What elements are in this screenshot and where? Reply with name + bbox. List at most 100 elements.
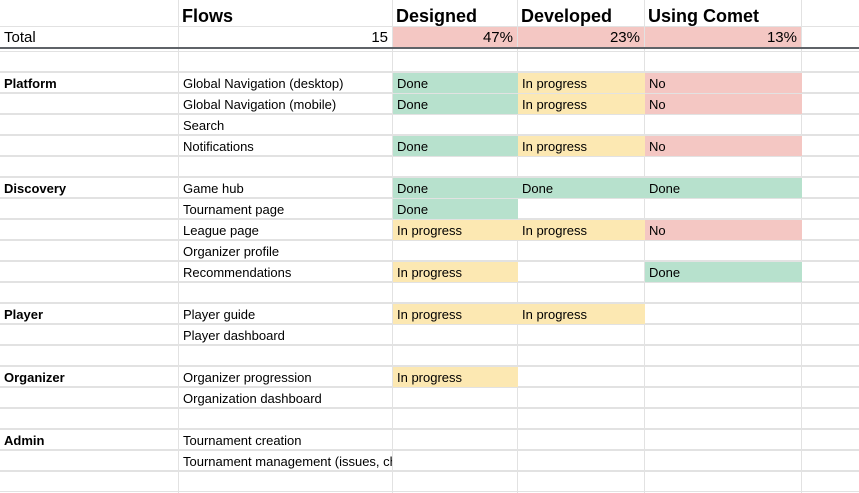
designed-cell[interactable] [393,241,517,262]
using-cell[interactable] [645,157,801,178]
using-cell[interactable]: No [649,97,666,112]
using-cell[interactable] [645,325,801,346]
flow-cell[interactable]: Tournament creation [183,433,302,448]
section-cell[interactable] [0,94,178,115]
using-cell[interactable] [645,451,801,472]
flow-cell[interactable]: Notifications [183,139,254,154]
using-cell[interactable]: No [649,76,666,91]
flow-cell[interactable]: League page [183,223,259,238]
flow-cell[interactable] [179,52,392,73]
developed-cell[interactable] [518,388,644,409]
developed-cell[interactable] [518,283,644,304]
using-cell[interactable] [645,388,801,409]
section-cell[interactable] [0,451,178,472]
flow-cell[interactable]: Tournament management (issues, chat) [183,454,392,469]
header-developed[interactable]: Developed [521,6,613,26]
flow-cell[interactable]: Organizer progression [183,370,312,385]
total-using-percent[interactable]: 13% [766,29,797,46]
designed-cell[interactable] [393,388,517,409]
developed-cell[interactable]: In progress [522,223,588,238]
section-cell[interactable] [0,220,178,241]
designed-cell[interactable] [393,451,517,472]
developed-cell[interactable]: In progress [522,307,588,322]
developed-cell[interactable] [518,199,644,220]
section-cell[interactable] [0,262,178,283]
header-flows[interactable]: Flows [182,6,234,26]
developed-cell[interactable] [518,346,644,367]
section-cell[interactable] [0,199,178,220]
designed-cell[interactable]: Done [397,202,429,217]
designed-cell[interactable] [393,157,517,178]
section-cell[interactable] [0,388,178,409]
developed-cell[interactable]: In progress [522,76,588,91]
flow-cell[interactable] [179,346,392,367]
using-cell[interactable] [645,241,801,262]
designed-cell[interactable] [393,409,517,430]
flow-cell[interactable]: Global Navigation (mobile) [183,97,337,112]
using-cell[interactable] [645,199,801,220]
section-cell[interactable] [0,241,178,262]
designed-cell[interactable]: Done [397,76,429,91]
designed-cell[interactable] [393,346,517,367]
using-cell[interactable]: Done [649,181,681,196]
developed-cell[interactable] [518,367,644,388]
developed-cell[interactable]: Done [522,181,554,196]
section-cell[interactable] [0,409,178,430]
section-cell[interactable]: Player [4,307,44,322]
designed-cell[interactable]: In progress [397,265,463,280]
flow-cell[interactable]: Player guide [183,307,256,322]
designed-cell[interactable] [393,430,517,451]
flow-cell[interactable] [179,157,392,178]
developed-cell[interactable] [518,451,644,472]
section-cell[interactable] [0,157,178,178]
section-cell[interactable] [0,136,178,157]
developed-cell[interactable] [518,430,644,451]
header-using-comet[interactable]: Using Comet [648,6,760,26]
flow-cell[interactable]: Tournament page [183,202,285,217]
designed-cell[interactable]: In progress [397,307,463,322]
flow-cell[interactable]: Organization dashboard [183,391,322,406]
section-cell[interactable]: Organizer [4,370,65,385]
developed-cell[interactable]: In progress [522,139,588,154]
designed-cell[interactable] [393,325,517,346]
using-cell[interactable] [645,430,801,451]
total-flows-count[interactable]: 15 [371,29,388,46]
developed-cell[interactable] [518,157,644,178]
flow-cell[interactable] [179,409,392,430]
flow-cell[interactable]: Global Navigation (desktop) [183,76,344,91]
developed-cell[interactable] [518,52,644,73]
designed-cell[interactable] [393,52,517,73]
designed-cell[interactable]: Done [397,139,429,154]
flow-cell[interactable]: Organizer profile [183,244,280,259]
flow-cell[interactable]: Player dashboard [183,328,285,343]
section-cell[interactable] [0,325,178,346]
using-cell[interactable]: No [649,223,666,238]
flow-cell[interactable]: Recommendations [183,265,292,280]
using-cell[interactable] [645,367,801,388]
section-cell[interactable] [0,346,178,367]
using-cell[interactable]: Done [649,265,681,280]
total-designed-percent[interactable]: 47% [482,29,513,46]
total-label[interactable]: Total [4,29,36,46]
using-cell[interactable] [645,409,801,430]
section-cell[interactable] [0,52,178,73]
designed-cell[interactable]: In progress [397,223,463,238]
designed-cell[interactable]: Done [397,97,429,112]
using-cell[interactable] [645,52,801,73]
section-cell[interactable] [0,283,178,304]
section-cell[interactable]: Platform [4,76,57,91]
developed-cell[interactable] [518,325,644,346]
total-developed-percent[interactable]: 23% [609,29,640,46]
using-cell[interactable] [645,304,801,325]
using-cell[interactable] [645,283,801,304]
flow-cell[interactable] [179,283,392,304]
section-cell[interactable] [0,115,178,136]
flow-cell[interactable]: Game hub [183,181,244,196]
developed-cell[interactable] [518,241,644,262]
developed-cell[interactable] [518,115,644,136]
developed-cell[interactable] [518,409,644,430]
using-cell[interactable] [645,115,801,136]
designed-cell[interactable]: In progress [397,370,463,385]
developed-cell[interactable]: In progress [522,97,588,112]
section-cell[interactable]: Discovery [4,181,67,196]
